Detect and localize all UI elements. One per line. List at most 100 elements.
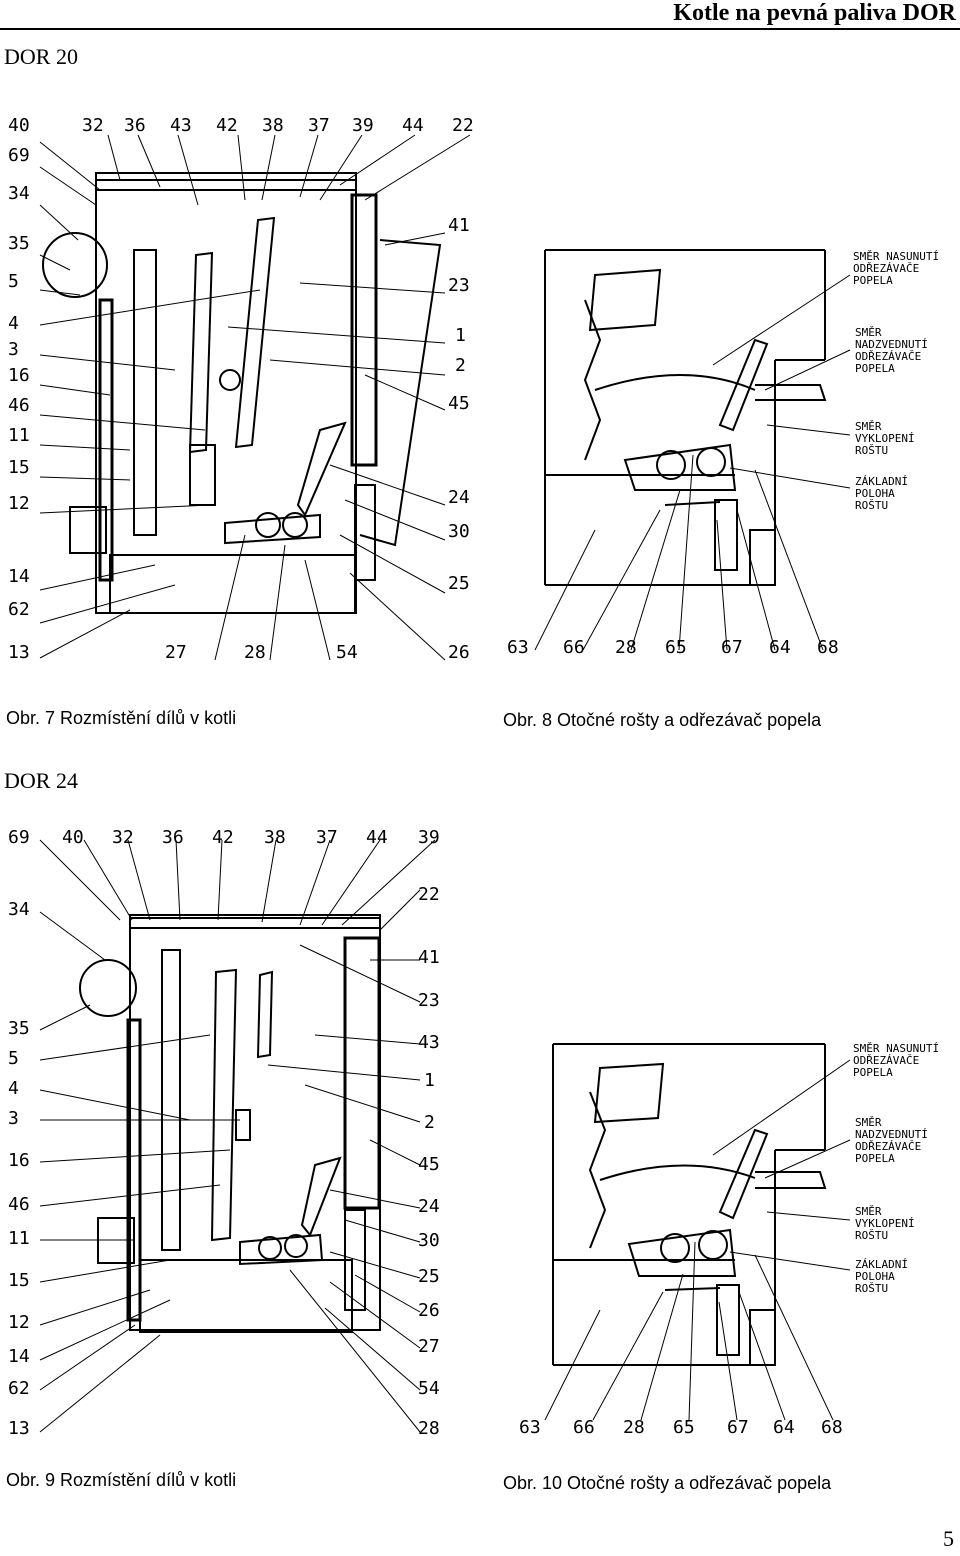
section-title-dor20: DOR 20	[4, 44, 78, 69]
fig8-label: 68	[817, 637, 839, 658]
fig7-label: 25	[448, 573, 470, 594]
fig8-label: 64	[769, 637, 791, 658]
fig9-label: 5	[8, 1048, 19, 1069]
fig9-label: 36	[162, 827, 184, 848]
figure-7-caption: Obr. 7 Rozmístění dílů v kotli	[6, 708, 237, 728]
fig9-label: 25	[418, 1266, 440, 1287]
fig8-note: POPELA	[853, 274, 893, 287]
fig9-label: 43	[418, 1032, 440, 1053]
fig7-label: 1	[455, 325, 466, 346]
fig10-note: POLOHA	[855, 1270, 895, 1283]
fig9-label: 12	[8, 1312, 30, 1333]
fig9-label: 27	[418, 1336, 440, 1357]
fig9-label: 38	[264, 827, 286, 848]
fig9-label: 15	[8, 1270, 30, 1291]
fig7-label: 23	[448, 275, 470, 296]
fig7-label: 41	[448, 215, 470, 236]
figure-7-diagram: 40 32 36 43 42 38 37 39 44 22 69 34 41 3…	[8, 115, 474, 663]
fig8-note: SMĚR NASUNUTÍ	[853, 250, 939, 263]
fig10-note: ZÁKLADNÍ	[855, 1258, 908, 1271]
fig10-note: VYKLOPENÍ	[855, 1217, 915, 1230]
fig10-note: ROŠTU	[855, 1282, 888, 1295]
fig7-label: 26	[448, 642, 470, 663]
fig9-label: 16	[8, 1150, 30, 1171]
fig7-label: 54	[336, 642, 358, 663]
fig8-note: SMĚR	[855, 326, 882, 339]
fig8-label: 66	[563, 637, 585, 658]
fig7-label: 34	[8, 183, 30, 204]
fig7-label: 32	[82, 115, 104, 136]
fig9-label: 40	[62, 827, 84, 848]
fig10-note: ROŠTU	[855, 1229, 888, 1242]
fig8-note: NADZVEDNUTÍ	[855, 338, 928, 351]
fig10-note: ODŘEZÁVAČE	[855, 1140, 921, 1153]
fig8-note: POLOHA	[855, 487, 895, 500]
fig7-label: 5	[8, 271, 19, 292]
fig10-label: 64	[773, 1417, 795, 1438]
fig7-label: 11	[8, 425, 30, 446]
fig7-label: 2	[455, 355, 466, 376]
fig10-note: SMĚR	[855, 1116, 882, 1129]
fig7-label: 24	[448, 487, 470, 508]
fig10-label: 67	[727, 1417, 749, 1438]
fig7-label: 35	[8, 233, 30, 254]
fig9-label: 41	[418, 947, 440, 968]
fig10-label: 28	[623, 1417, 645, 1438]
fig7-label: 3	[8, 339, 19, 360]
fig7-label: 15	[8, 457, 30, 478]
fig7-label: 30	[448, 521, 470, 542]
figure-8-diagram: SMĚR NASUNUTÍ ODŘEZÁVAČE POPELA SMĚR NAD…	[507, 249, 939, 658]
fig9-label: 42	[212, 827, 234, 848]
fig9-label: 22	[418, 884, 440, 905]
fig9-label: 24	[418, 1196, 440, 1217]
fig9-label: 1	[424, 1070, 435, 1091]
fig8-note: ROŠTU	[855, 444, 888, 457]
fig9-label: 62	[8, 1378, 30, 1399]
fig10-note: SMĚR	[855, 1205, 882, 1218]
fig7-label: 39	[352, 115, 374, 136]
fig7-label: 44	[402, 115, 424, 136]
fig10-label: 63	[519, 1417, 541, 1438]
fig7-label: 38	[262, 115, 284, 136]
fig8-label: 65	[665, 637, 687, 658]
fig7-label: 62	[8, 599, 30, 620]
figure-8-caption: Obr. 8 Otočné rošty a odřezávač popela	[503, 710, 822, 730]
fig8-note: ODŘEZÁVAČE	[853, 262, 919, 275]
fig7-label: 46	[8, 395, 30, 416]
fig8-note: ODŘEZÁVAČE	[855, 350, 921, 363]
fig10-note: ODŘEZÁVAČE	[853, 1054, 919, 1067]
figure-9-caption: Obr. 9 Rozmístění dílů v kotli	[6, 1470, 237, 1490]
fig10-label: 68	[821, 1417, 843, 1438]
fig8-label: 63	[507, 637, 529, 658]
fig7-label: 27	[165, 642, 187, 663]
fig10-note: POPELA	[853, 1066, 893, 1079]
fig9-label: 26	[418, 1300, 440, 1321]
fig9-label: 11	[8, 1228, 30, 1249]
fig9-label: 54	[418, 1378, 440, 1399]
fig9-label: 4	[8, 1078, 19, 1099]
fig7-label: 43	[170, 115, 192, 136]
fig9-label: 44	[366, 827, 388, 848]
fig7-label: 13	[8, 642, 30, 663]
fig10-note: POPELA	[855, 1152, 895, 1165]
fig9-label: 32	[112, 827, 134, 848]
fig7-label: 22	[452, 115, 474, 136]
fig8-label: 28	[615, 637, 637, 658]
header-rule	[0, 28, 960, 30]
fig9-label: 23	[418, 990, 440, 1011]
fig9-label: 46	[8, 1194, 30, 1215]
fig9-label: 2	[424, 1112, 435, 1133]
fig8-note: ZÁKLADNÍ	[855, 475, 908, 488]
header-title: Kotle na pevná paliva DOR	[673, 0, 956, 26]
fig8-note: VYKLOPENÍ	[855, 432, 915, 445]
section-title-dor24: DOR 24	[4, 768, 78, 793]
fig7-label: 45	[448, 393, 470, 414]
figure-10-caption: Obr. 10 Otočné rošty a odřezávač popela	[503, 1473, 832, 1493]
fig9-label: 69	[8, 827, 30, 848]
fig7-label: 69	[8, 145, 30, 166]
fig8-note: POPELA	[855, 362, 895, 375]
fig7-label: 16	[8, 365, 30, 386]
fig7-label: 36	[124, 115, 146, 136]
fig9-label: 39	[418, 827, 440, 848]
fig7-label: 42	[216, 115, 238, 136]
